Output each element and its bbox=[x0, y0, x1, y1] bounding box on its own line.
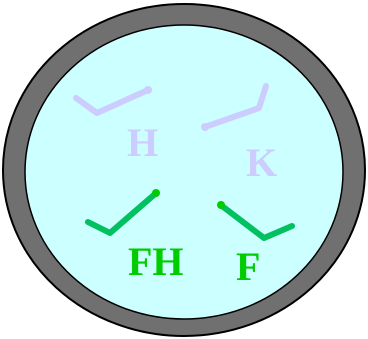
fh-marker bbox=[85, 189, 160, 236]
h-marker-dot bbox=[144, 86, 152, 94]
k-marker-line bbox=[202, 83, 269, 130]
fh-marker-dot bbox=[152, 189, 160, 197]
label-f: F bbox=[236, 244, 260, 289]
f-marker-dot bbox=[217, 201, 225, 209]
f-marker bbox=[217, 201, 295, 241]
label-h: H bbox=[127, 120, 158, 165]
f-marker-line bbox=[219, 203, 295, 241]
h-marker-line bbox=[73, 87, 151, 116]
label-fh: FH bbox=[128, 239, 184, 284]
k-marker-dot bbox=[201, 123, 209, 131]
fh-marker-line bbox=[85, 191, 158, 236]
h-marker bbox=[73, 86, 152, 116]
k-marker bbox=[201, 83, 269, 131]
dish-interior bbox=[24, 24, 344, 320]
label-k: K bbox=[246, 140, 277, 185]
